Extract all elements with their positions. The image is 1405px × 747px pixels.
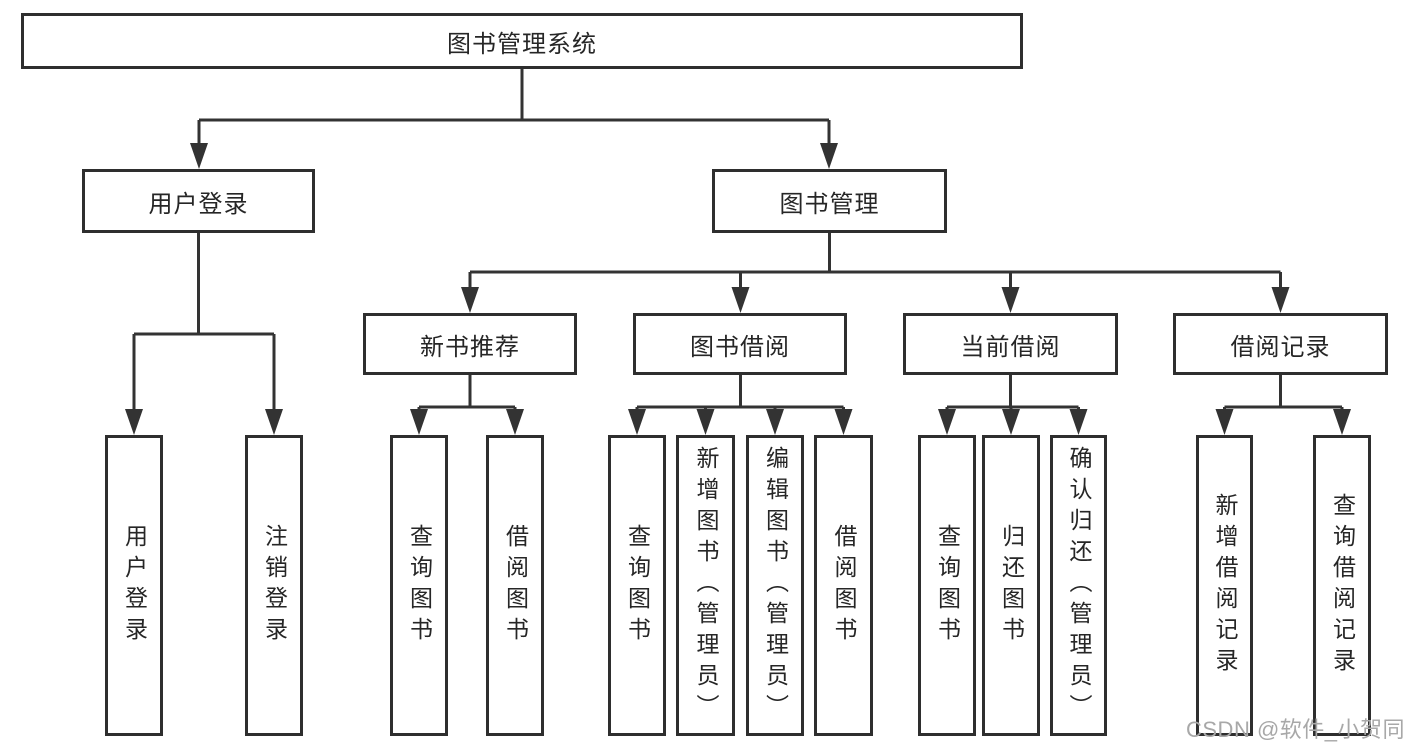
leaf-add-borrow-record: 新增借阅记录 [1196,435,1253,736]
node-current-borrow: 当前借阅 [903,313,1118,375]
node-label: 当前借阅 [960,333,1061,361]
node-label: 借阅图书 [502,523,529,648]
leaf-query-borrow-record: 查询借阅记录 [1313,435,1371,736]
leaf-query-books-borrow: 查询图书 [608,435,666,736]
node-label: 用户登录 [148,190,249,218]
node-new-book-recommend: 新书推荐 [363,313,577,375]
node-label: 注销登录 [261,523,288,648]
node-label: 新增借阅记录 [1212,492,1238,679]
node-label: 图书借阅 [690,333,790,361]
node-label: 借阅记录 [1230,333,1331,361]
leaf-query-books-recommend: 查询图书 [390,435,448,736]
leaf-confirm-return-admin: 确认归还（管理员） [1050,435,1107,736]
leaf-add-books-admin: 新增图书（管理员） [676,435,735,736]
node-borrow-records: 借阅记录 [1173,313,1388,375]
node-label: 编辑图书（管理员） [762,446,789,725]
leaf-return-books: 归还图书 [982,435,1040,736]
node-book-management: 图书管理 [712,169,947,233]
node-label: 查询借阅记录 [1329,492,1356,679]
node-label: 借阅图书 [831,523,857,648]
node-label: 归还图书 [998,523,1025,648]
leaf-query-books-current: 查询图书 [918,435,976,736]
csdn-watermark: CSDN @软件_小贺同学 [1186,717,1405,742]
leaf-logout-login: 注销登录 [245,435,303,736]
leaf-borrow-books: 借阅图书 [814,435,873,736]
arrowheads [125,143,1351,435]
node-label: 查询图书 [934,523,961,648]
node-label: 新书推荐 [420,333,520,361]
node-label: 图书管理系统 [447,30,597,58]
leaf-borrow-books-recommend: 借阅图书 [486,435,544,736]
node-label: 查询图书 [406,523,433,648]
node-label: 确认归还（管理员） [1066,446,1092,725]
node-book-borrow: 图书借阅 [633,313,847,375]
node-user-login: 用户登录 [82,169,315,233]
leaf-edit-books-admin: 编辑图书（管理员） [746,435,804,736]
node-label: 用户登录 [121,523,148,648]
node-label: 图书管理 [779,190,880,218]
node-label: 新增图书（管理员） [693,446,719,725]
node-label: 查询图书 [624,523,651,648]
leaf-user-login: 用户登录 [105,435,163,736]
node-library-system: 图书管理系统 [21,13,1023,69]
